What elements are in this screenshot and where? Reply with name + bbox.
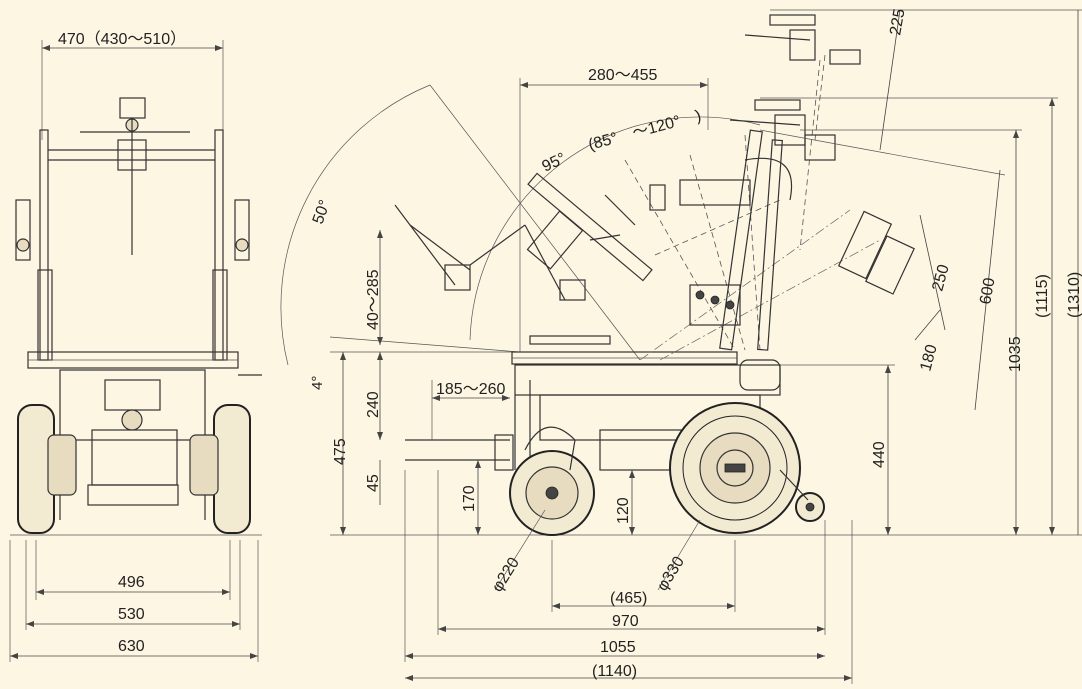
dim-overall-length: 1055 xyxy=(600,639,636,656)
dim-footrest-floor: 170 xyxy=(461,485,478,512)
dim-wheelbase: (465) xyxy=(610,590,647,607)
front-top-width: 470（430～510） xyxy=(58,30,186,48)
dim-overall-height: (1115) xyxy=(1034,274,1051,318)
dim-backrest-length: 600 xyxy=(977,276,998,305)
front-width-630: 630 xyxy=(118,638,145,655)
angle-95: 95° xyxy=(540,150,569,176)
dim-armrest-height: 440 xyxy=(871,441,888,468)
dim-back-segment: 250 xyxy=(929,263,952,293)
front-width-530: 530 xyxy=(118,606,145,623)
dim-drive-diameter: φ330 xyxy=(654,554,688,595)
front-width-496: 496 xyxy=(118,574,145,591)
dim-max-length: (1140) xyxy=(592,663,637,680)
dim-seat-height: 475 xyxy=(332,438,349,465)
angle-95-range: (85° ～120° ) xyxy=(587,107,703,153)
front-view: 470（430～510） xyxy=(9,30,262,662)
angle-4: 4° xyxy=(309,376,326,390)
dim-backrest-offset: 280～455 xyxy=(588,67,657,84)
dim-base-length: 970 xyxy=(612,613,639,630)
dim-lower-segment: 180 xyxy=(917,343,940,373)
dim-footrest-height: 40～285 xyxy=(365,269,382,330)
dim-footrest-length: 185～260 xyxy=(436,381,505,398)
dim-seat-to-footrest: 240 xyxy=(365,391,382,418)
angle-50: 50° xyxy=(310,198,334,227)
dim-ground-clearance: 120 xyxy=(615,497,632,524)
dim-headrest-adjust: 225 xyxy=(887,7,908,36)
dim-footrest-step: 45 xyxy=(365,474,382,492)
dim-caster-diameter: φ220 xyxy=(489,555,523,596)
dim-max-height: (1310) xyxy=(1066,272,1082,318)
dim-back-height: 1035 xyxy=(1007,336,1024,372)
side-view: 50° 95° (85° ～120° ) xyxy=(280,7,1082,684)
